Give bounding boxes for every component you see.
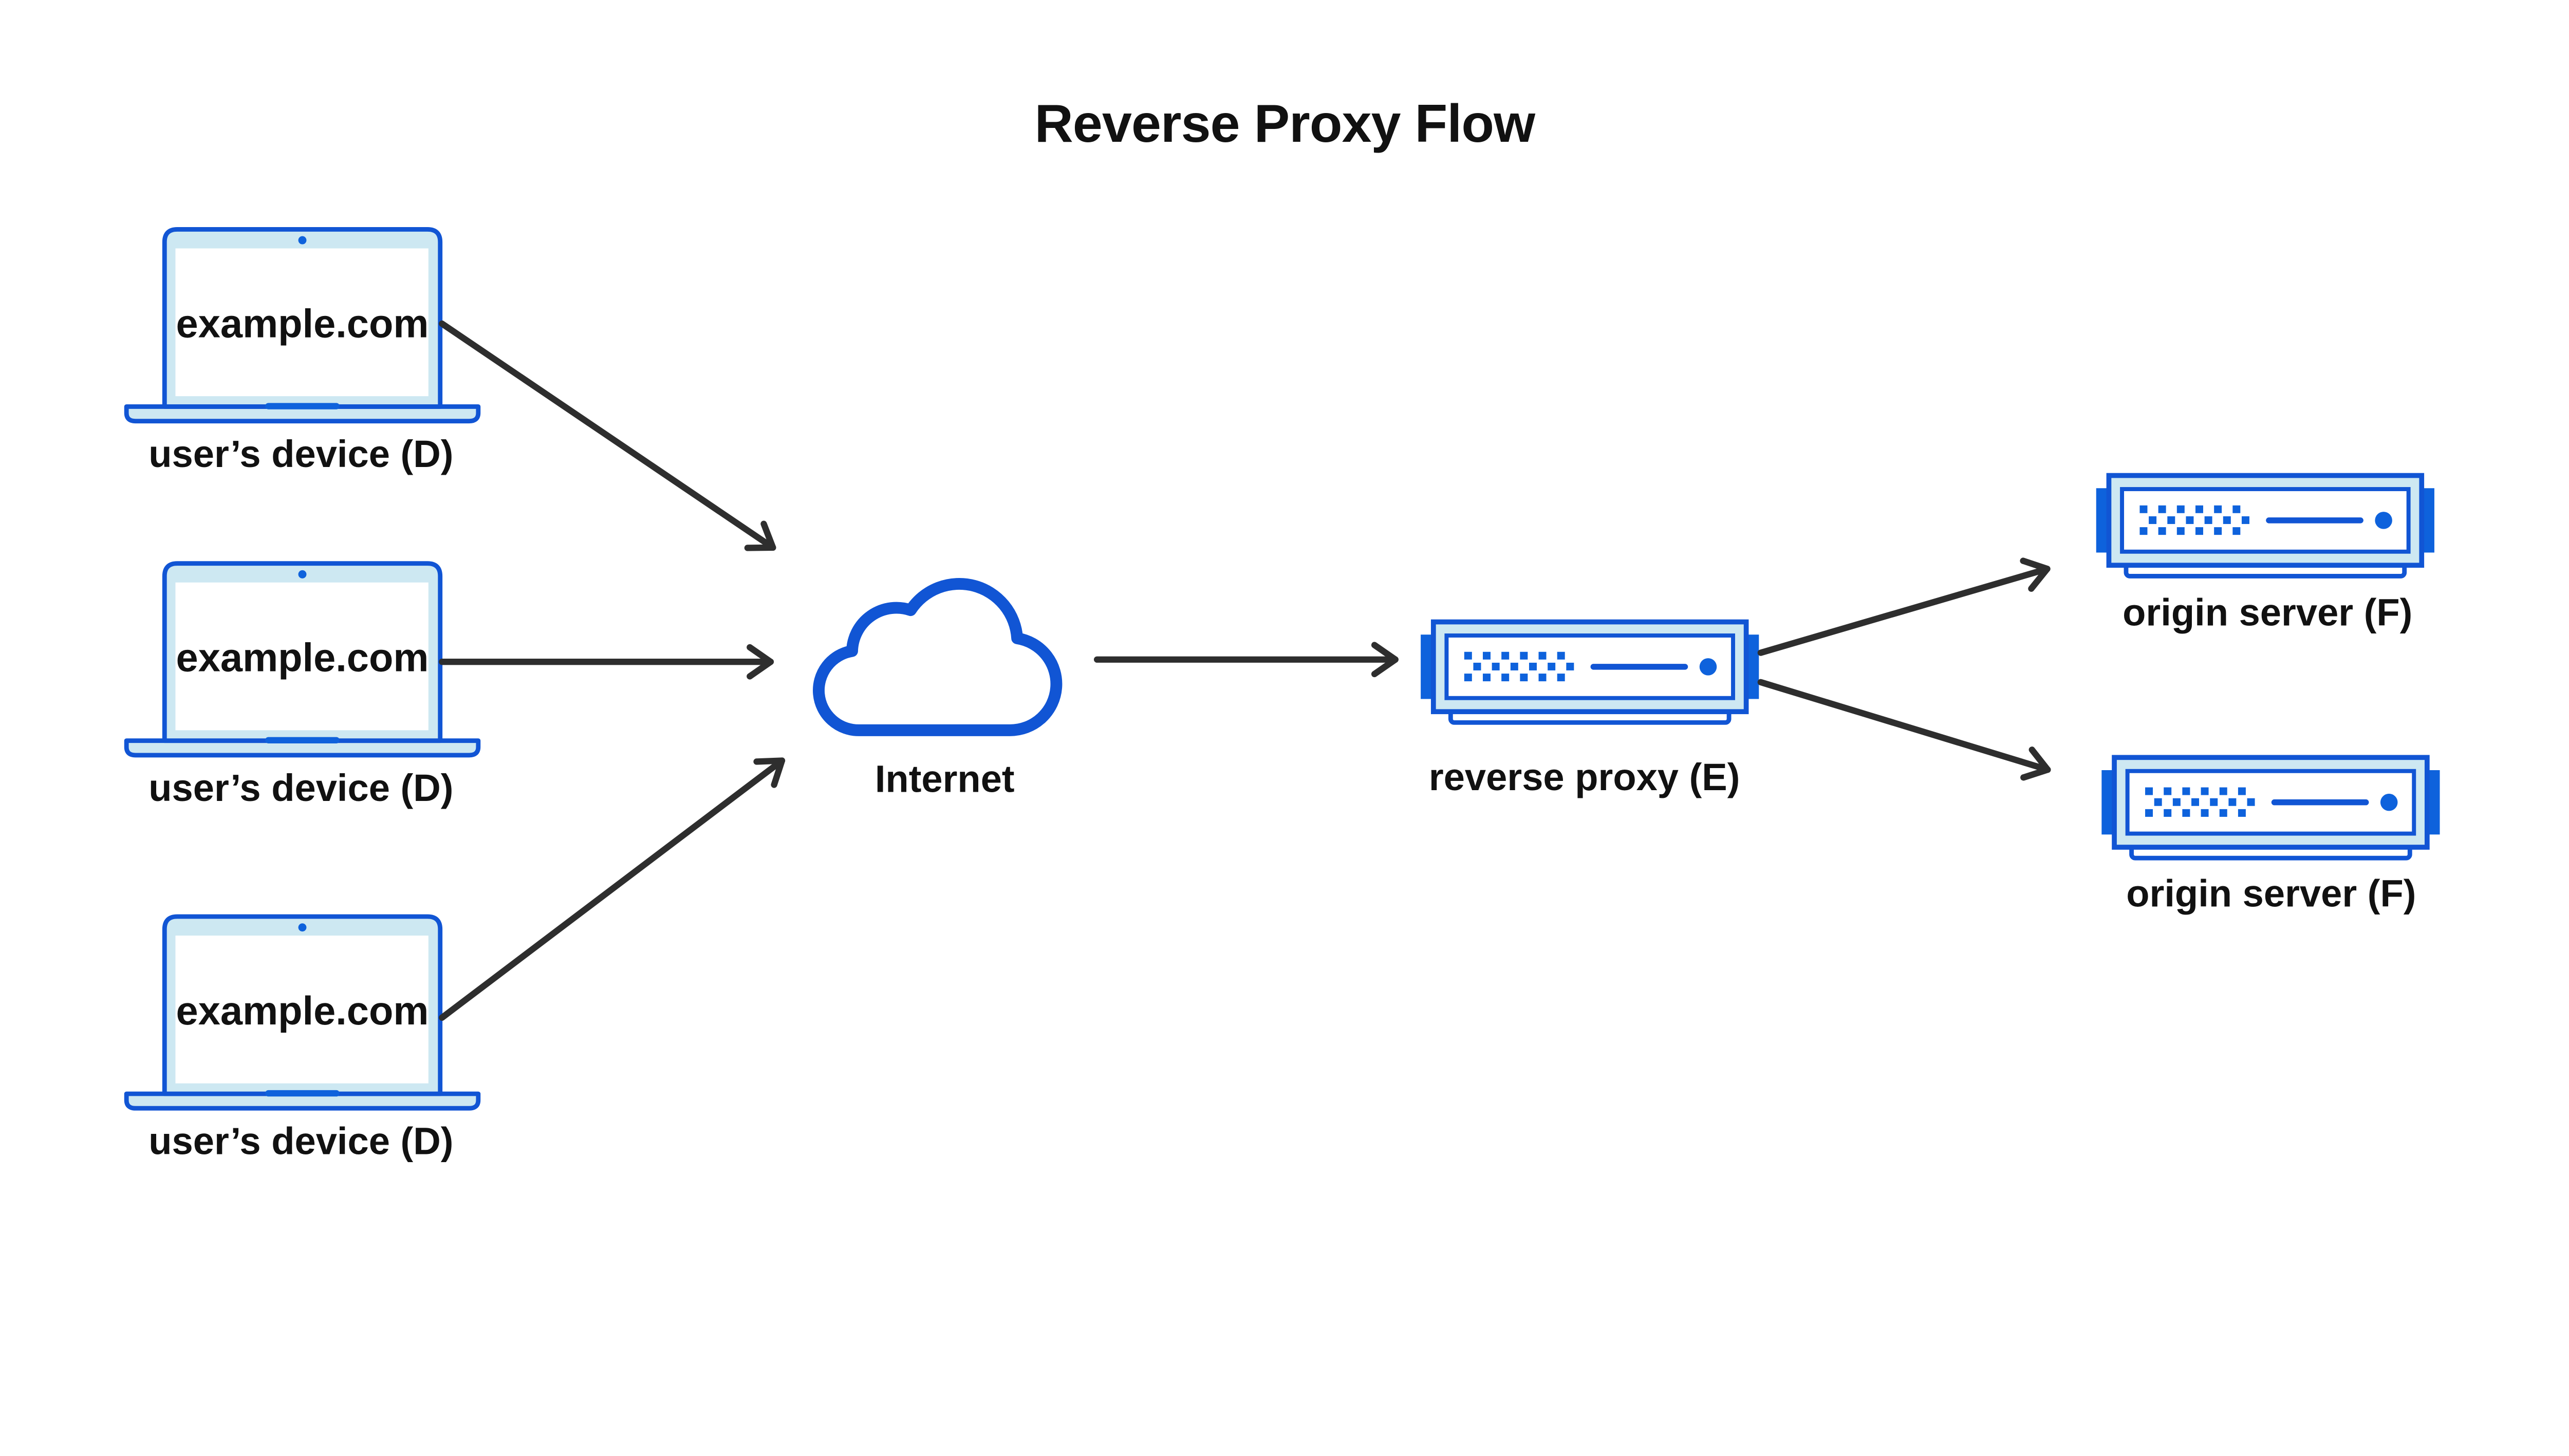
device-screen-text: example.com	[176, 302, 429, 346]
device-label: user’s device (D)	[148, 767, 453, 809]
arrow-device3-to-internet	[439, 757, 786, 1021]
server-icon	[2096, 476, 2434, 576]
origin-server-label: origin server (F)	[2123, 591, 2412, 634]
internet-node: Internet	[813, 577, 1063, 800]
device-screen-text: example.com	[176, 989, 429, 1033]
reverse-proxy-node: reverse proxy (E)	[1421, 622, 1759, 798]
server-icon	[2101, 757, 2440, 858]
device-label: user’s device (D)	[148, 1119, 453, 1162]
origin-server-label: origin server (F)	[2126, 872, 2416, 915]
user-device-node-1: example.com user’s device (D)	[126, 229, 478, 475]
origin-server-node-2: origin server (F)	[2101, 757, 2440, 915]
arrow-device1-to-internet	[439, 320, 776, 551]
arrow-proxy-to-origin1	[1757, 557, 2051, 656]
device-screen-text: example.com	[176, 636, 429, 680]
arrow-proxy-to-origin2	[1757, 679, 2051, 781]
diagram-title: Reverse Proxy Flow	[1035, 94, 1536, 154]
reverse-proxy-label: reverse proxy (E)	[1429, 756, 1740, 798]
cloud-icon	[813, 577, 1063, 736]
origin-server-node-1: origin server (F)	[2096, 476, 2434, 634]
user-device-node-3: example.com user’s device (D)	[126, 917, 478, 1162]
internet-label: Internet	[875, 757, 1015, 800]
reverse-proxy-flow-diagram: Reverse Proxy Flow example.com user’s de…	[124, 94, 2443, 1163]
diagram-canvas: Reverse Proxy Flow example.com user’s de…	[124, 94, 2443, 1163]
user-device-node-2: example.com user’s device (D)	[126, 564, 478, 809]
flow-arrows	[439, 320, 2051, 1021]
server-icon	[1421, 622, 1759, 723]
device-label: user’s device (D)	[148, 433, 453, 475]
